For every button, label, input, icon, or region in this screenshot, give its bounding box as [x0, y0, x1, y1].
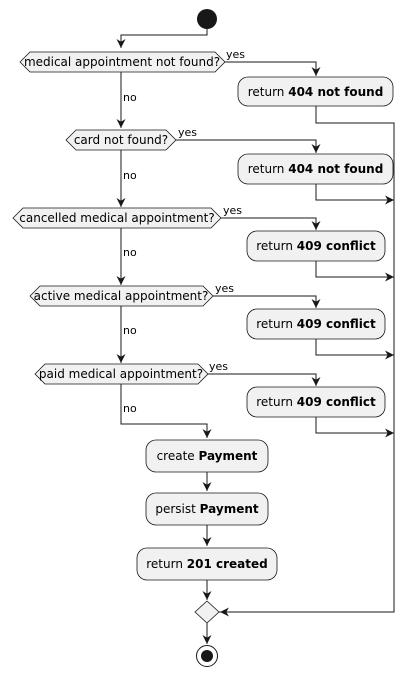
flow-line: [315, 261, 394, 282]
flow-line: [176, 139, 321, 153]
action-return-created-text: return 201 created: [146, 557, 267, 571]
flow-line: [315, 417, 394, 438]
decision-1-question: medical appointment not found?: [24, 55, 220, 69]
return-box-2-text: return 404 not found: [248, 162, 384, 176]
return-box-3-text: return 409 conflict: [256, 239, 376, 253]
flow-line: [116, 29, 208, 48]
decision-3-no-label: no: [123, 246, 137, 259]
decision-5-yes-label: yes: [209, 360, 228, 373]
decision-4-question: active medical appointment?: [34, 289, 209, 303]
decision-3-yes-label: yes: [223, 204, 242, 217]
decision-4-no-label: no: [123, 324, 137, 337]
return-box-1-text: return 404 not found: [248, 85, 384, 99]
action-create-payment-text: create Payment: [157, 449, 258, 463]
decision-5-no-label: no: [123, 402, 137, 415]
decision-1-no-label: no: [123, 91, 137, 104]
decision-2-question: card not found?: [74, 133, 168, 147]
end-node-core: [201, 650, 213, 662]
flow-line: [225, 61, 321, 76]
start-node: [197, 9, 217, 29]
merge-node: [194, 600, 220, 624]
decision-2-no-label: no: [123, 169, 137, 182]
flow-line: [315, 339, 394, 360]
decision-2-yes-label: yes: [178, 126, 197, 139]
return-box-5-text: return 409 conflict: [256, 395, 376, 409]
flow-line: [315, 184, 394, 205]
decision-3-question: cancelled medical appointment?: [19, 211, 214, 225]
return-box-4-text: return 409 conflict: [256, 317, 376, 331]
flow-line: [213, 295, 321, 308]
flow-line: [208, 373, 321, 386]
action-persist-payment-text: persist Payment: [155, 502, 259, 516]
decision-4-yes-label: yes: [215, 282, 234, 295]
flow-line: [221, 217, 321, 230]
decision-1-yes-label: yes: [226, 48, 245, 61]
flow-line: [120, 384, 212, 438]
decision-5-question: paid medical appointment?: [39, 367, 203, 381]
